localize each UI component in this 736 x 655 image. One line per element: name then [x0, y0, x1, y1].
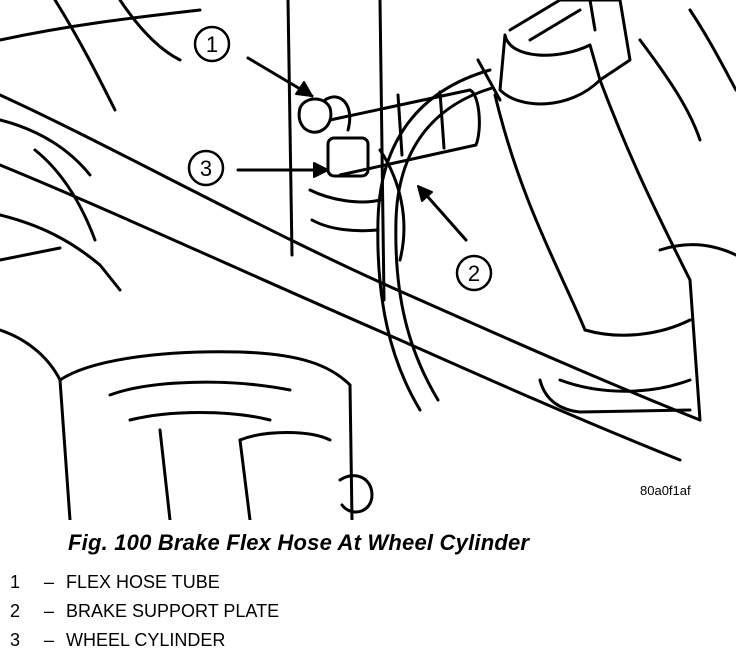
legend-item-separator: – — [43, 572, 54, 592]
legend-item-number: 2 — [10, 601, 21, 621]
image-code: 80a0f1af — [640, 483, 691, 498]
callout-1: 1 — [193, 25, 314, 98]
callout-3-number: 3 — [200, 156, 212, 181]
legend-item: 2 –BRAKE SUPPORT PLATE — [10, 597, 279, 626]
legend-item-label: WHEEL CYLINDER — [66, 630, 226, 650]
legend-item: 3 –WHEEL CYLINDER — [10, 626, 279, 655]
legend-item-number: 3 — [10, 630, 21, 650]
legend-list: 1–FLEX HOSE TUBE 2–BRAKE SUPPORT PLATE 3… — [10, 568, 279, 655]
legend-item-label: BRAKE SUPPORT PLATE — [66, 601, 280, 621]
legend-item-number: 1 — [10, 572, 21, 592]
body-panel — [0, 0, 202, 292]
technical-illustration: 1 3 2 80a0f1af — [0, 0, 736, 520]
callout-1-number: 1 — [206, 32, 218, 57]
legend-item: 1 –FLEX HOSE TUBE — [10, 568, 279, 597]
legend-item-label: FLEX HOSE TUBE — [66, 572, 220, 592]
legend-item-separator: – — [43, 601, 54, 621]
flex-hose — [376, 58, 502, 412]
support-plate — [286, 0, 406, 302]
legend-item-separator: – — [43, 630, 54, 650]
lower-bracket — [0, 328, 374, 520]
brake-tube-right — [493, 78, 702, 422]
callout-2: 2 — [417, 185, 493, 292]
wheel-cylinder — [297, 88, 481, 178]
figure-caption: Fig. 100 Brake Flex Hose At Wheel Cylind… — [68, 530, 530, 555]
hose-fitting — [498, 0, 632, 106]
callout-2-number: 2 — [468, 261, 480, 286]
background-detail — [638, 8, 736, 257]
callout-3: 3 — [187, 149, 329, 187]
